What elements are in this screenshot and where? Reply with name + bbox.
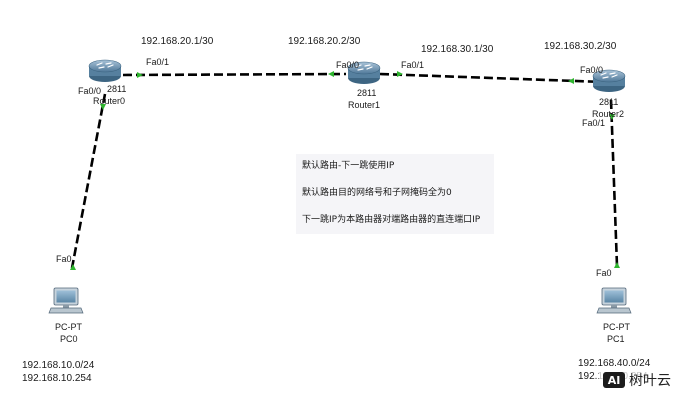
device-name-label: Router1 bbox=[348, 100, 380, 110]
ip-label-router0-fa01: 192.168.20.1/30 bbox=[141, 36, 214, 47]
link-router0-router1[interactable] bbox=[122, 72, 347, 77]
port-label: Fa0 bbox=[56, 254, 72, 264]
port-up-indicator bbox=[568, 78, 574, 84]
port-indicators bbox=[70, 71, 620, 270]
note-box bbox=[296, 154, 494, 234]
note-line: 默认路由目的网络号和子网掩码全为0 bbox=[302, 188, 452, 198]
watermark-logo-icon: AI bbox=[603, 372, 625, 388]
pc0[interactable] bbox=[48, 287, 84, 314]
pc1-network-label: 192.168.40.0/24 bbox=[578, 358, 651, 369]
link-router1-router2[interactable] bbox=[379, 72, 605, 84]
ip-label-router2-fa00: 192.168.30.2/30 bbox=[544, 41, 617, 52]
device-model-label: 2811 bbox=[357, 88, 376, 98]
pc1[interactable] bbox=[596, 287, 632, 314]
port-up-indicator bbox=[100, 104, 106, 110]
port-up-indicator bbox=[328, 71, 334, 77]
ip-label-router1-fa00: 192.168.20.2/30 bbox=[288, 36, 361, 47]
note-line: 下一跳IP为本路由器对端路由器的直连端口IP bbox=[302, 215, 481, 225]
note-line: 默认路由-下一跳使用IP bbox=[302, 161, 395, 171]
pc0-gateway-label: 192.168.10.254 bbox=[22, 373, 92, 384]
device-model-label: 2811 bbox=[107, 84, 126, 94]
router-icon bbox=[88, 59, 122, 83]
port-label: Fa0/0 bbox=[336, 60, 359, 70]
port-label: Fa0/0 bbox=[78, 86, 101, 96]
link-router0-pc0[interactable] bbox=[70, 93, 107, 269]
port-up-indicator bbox=[397, 71, 403, 77]
links bbox=[70, 72, 619, 269]
pc-icon bbox=[596, 287, 632, 314]
port-label: Fa0/1 bbox=[146, 57, 169, 67]
pc-icon bbox=[48, 287, 84, 314]
device-type-label: PC-PT bbox=[603, 322, 631, 332]
watermark-text: 树叶云 bbox=[629, 373, 671, 389]
port-label: Fa0/0 bbox=[580, 65, 603, 75]
device-name-label: PC1 bbox=[607, 334, 625, 344]
device-name-label: PC0 bbox=[60, 334, 78, 344]
router0[interactable] bbox=[88, 59, 122, 83]
device-name-label: Router0 bbox=[93, 96, 125, 106]
port-label: Fa0/1 bbox=[582, 118, 605, 128]
link-router2-pc1[interactable] bbox=[609, 99, 619, 267]
device-model-label: 2811 bbox=[599, 97, 618, 107]
port-up-indicator bbox=[70, 264, 76, 270]
port-up-indicator bbox=[137, 72, 143, 78]
watermark: AI 树叶云 bbox=[599, 369, 675, 391]
port-label: Fa0 bbox=[596, 268, 612, 278]
device-name-label: Router2 bbox=[592, 109, 624, 119]
port-label: Fa0/1 bbox=[401, 60, 424, 70]
port-up-indicator bbox=[614, 262, 620, 268]
pc0-network-label: 192.168.10.0/24 bbox=[22, 360, 95, 371]
ip-label-router1-fa01: 192.168.30.1/30 bbox=[421, 44, 494, 55]
port-up-indicator bbox=[609, 114, 615, 120]
device-type-label: PC-PT bbox=[55, 322, 83, 332]
